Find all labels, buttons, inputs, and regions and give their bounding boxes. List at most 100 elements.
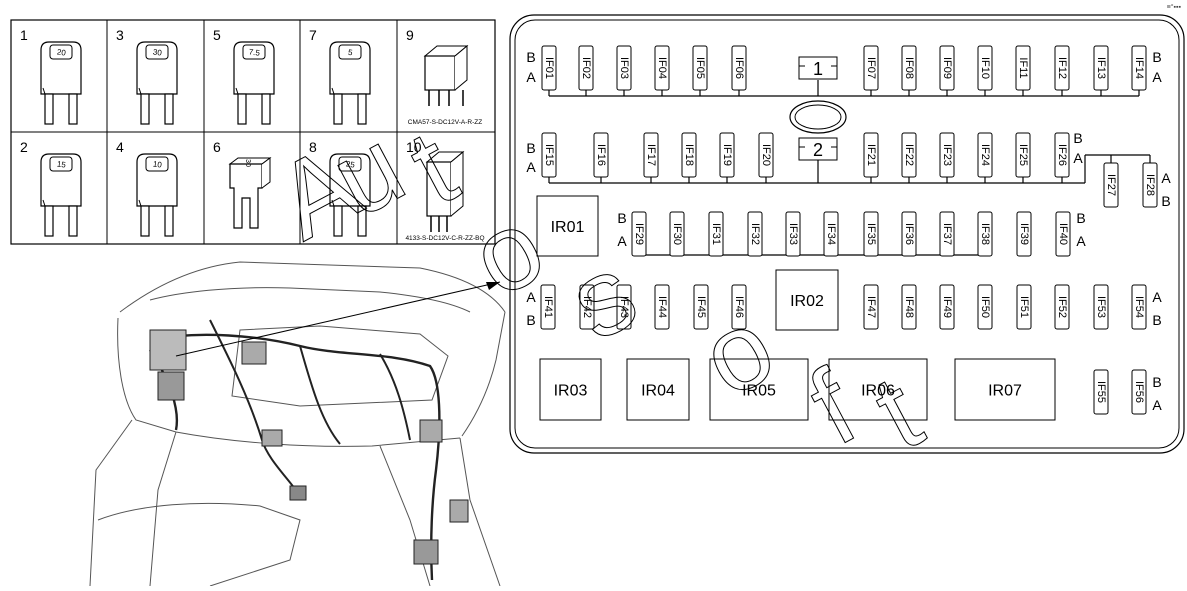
legend-number: 2 (20, 139, 28, 155)
relay-slot (954, 358, 1056, 421)
fuse-slot (692, 45, 708, 91)
relay-label: IR06 (861, 383, 895, 400)
fuse-slot (1103, 162, 1119, 208)
fuse-slot (708, 211, 724, 257)
fuse-slot (579, 284, 595, 330)
fuse-shoulder (235, 87, 239, 95)
fuse-if56: IF56 (1131, 369, 1147, 415)
pin-label-b: B (1152, 374, 1161, 390)
fuse-slot (1142, 162, 1158, 208)
fuse-slot (785, 211, 801, 257)
fuse-slot (863, 284, 879, 330)
connector-cluster (149, 329, 187, 371)
legend-cell-5: 57.5 (213, 27, 275, 125)
fuse-label: IF10 (979, 57, 991, 79)
fuse-slot (939, 284, 955, 330)
fuse-label: IF06 (733, 57, 745, 79)
fuse-label: IF29 (633, 223, 645, 245)
fuse-label: IF02 (580, 57, 592, 79)
fuse-label: IF28 (1144, 174, 1156, 196)
fuse-slot (939, 211, 955, 257)
fuse-window (338, 156, 362, 172)
dashboard-outline (149, 431, 177, 587)
fuse-shoulder (42, 199, 46, 207)
fuse-slot (1093, 45, 1109, 91)
fuse-label: IF21 (865, 144, 877, 166)
connector-cluster (449, 499, 469, 523)
fuse-if14: IF14 (1131, 45, 1147, 91)
fuse-blade (44, 93, 54, 125)
fuse-if49: IF49 (939, 284, 955, 330)
cartridge-body (229, 163, 263, 229)
fuse-window (242, 44, 266, 60)
fuse-if54: IF54 (1131, 284, 1147, 330)
fuse-blade (333, 205, 343, 237)
pin-label-b: B (1076, 210, 1085, 226)
fuse-if04: IF04 (654, 45, 670, 91)
fuse-if02: IF02 (578, 45, 594, 91)
fuse-label: IF37 (941, 223, 953, 245)
fuse-label: IF13 (1095, 57, 1107, 79)
fuse-label: IF17 (645, 144, 657, 166)
fuse-slot (616, 284, 632, 330)
fuse-if03: IF03 (616, 45, 632, 91)
fuse-if36: IF36 (901, 211, 917, 257)
fuse-label: IF34 (825, 223, 837, 245)
fuse-if46: IF46 (731, 284, 747, 330)
fuse-window (49, 156, 73, 172)
fuse-slot (901, 132, 917, 178)
fuse-label: IF44 (656, 296, 668, 318)
fuse-slot (1015, 45, 1031, 91)
fuse-slot (939, 45, 955, 91)
fuse-blade (44, 205, 54, 237)
relay-label: IR04 (641, 383, 675, 400)
relay-slot (536, 195, 599, 257)
fuse-if22: IF22 (901, 132, 917, 178)
legend-number: 7 (309, 27, 317, 43)
fuse-if42: IF42 (579, 284, 595, 330)
pin-label-b: B (526, 140, 535, 156)
fuse-label: IF39 (1018, 223, 1030, 245)
fuse-if19: IF19 (719, 132, 735, 178)
fuse-slot (977, 45, 993, 91)
fuse-slot (1093, 369, 1109, 415)
wire-harness (379, 353, 411, 441)
fuse-label: IF36 (903, 223, 915, 245)
fuse-rating: 30 (152, 47, 163, 57)
fuse-label: IF50 (979, 296, 991, 318)
connector-label: 1 (813, 59, 823, 79)
fuse-legend: 12033057.5759CMA57-S-DC12V-A-R-ZZ2154106… (10, 19, 496, 245)
fuse-if33: IF33 (785, 211, 801, 257)
fuse-slot (643, 132, 659, 178)
wire-harness (209, 319, 301, 497)
fuse-if28: IF28 (1142, 162, 1158, 208)
fuse-if55: IF55 (1093, 369, 1109, 415)
fuse-label: IF11 (1017, 57, 1029, 78)
connector-cluster (241, 341, 267, 365)
fuse-blade (261, 93, 271, 125)
fuse-label: IF03 (618, 57, 630, 79)
fuse-label: IF25 (1017, 144, 1029, 166)
dashboard-outline (119, 261, 506, 313)
fuse-slot (719, 132, 735, 178)
relay-ir03: IR03 (539, 358, 602, 421)
fuse-label: IF51 (1018, 296, 1030, 318)
relay-part-number: 4133-S-DC12V-C-R-ZZ-BQ (405, 235, 484, 242)
legend-number: 8 (309, 139, 317, 155)
fuse-window (145, 44, 169, 60)
fuse-if41: IF41 (540, 284, 556, 330)
fuse-shoulder (42, 87, 46, 95)
fuse-slot (758, 132, 774, 178)
fuse-slot (901, 45, 917, 91)
fuse-if43: IF43 (616, 284, 632, 330)
mounting-hole (789, 100, 847, 134)
fuse-label: IF48 (903, 296, 915, 318)
relay-slot (539, 358, 602, 421)
fuse-slot (1131, 284, 1147, 330)
fuse-if18: IF18 (681, 132, 697, 178)
fuse-label: IF12 (1056, 57, 1068, 79)
pin-label-a: A (1152, 397, 1162, 413)
